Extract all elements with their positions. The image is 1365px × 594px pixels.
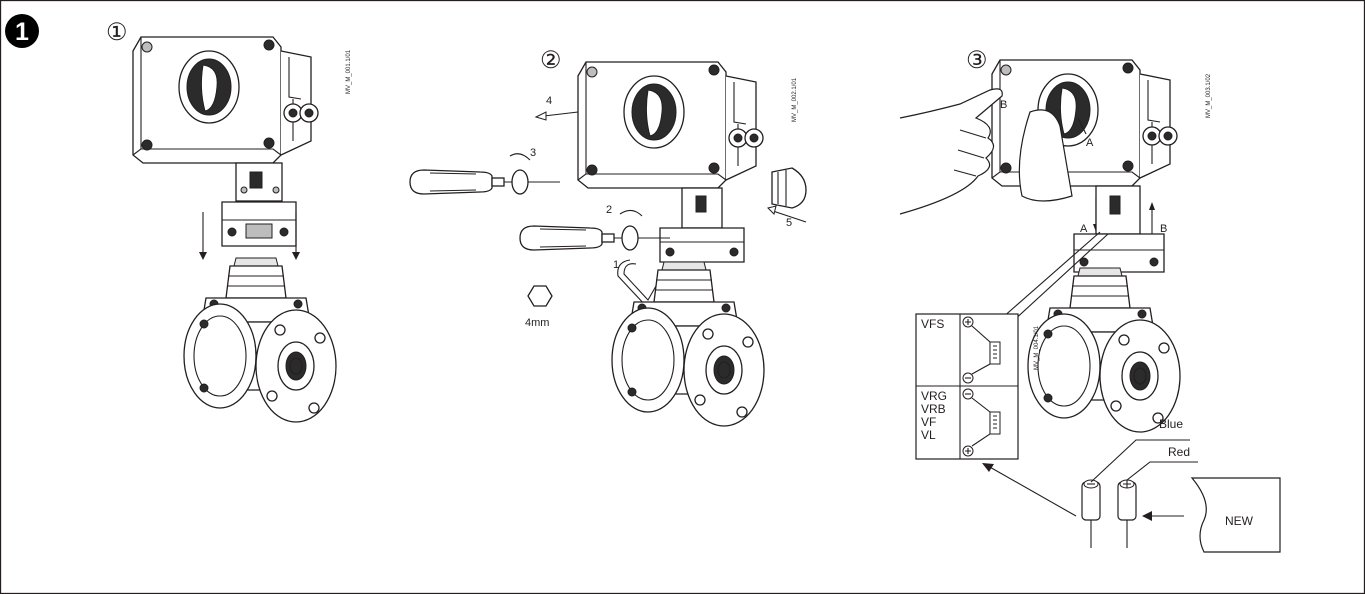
panel-2-marker: ② bbox=[540, 47, 562, 74]
panel-2-code: MV_M_002.1/01 bbox=[792, 77, 798, 122]
step-badge: 1 bbox=[5, 14, 39, 48]
hex-size-label: 4mm bbox=[525, 317, 549, 329]
panel-2-valve bbox=[611, 261, 765, 427]
wire-red-label: Red bbox=[1168, 445, 1190, 459]
table-row2-vl: VL bbox=[921, 428, 936, 442]
label-a-top: A bbox=[1086, 137, 1094, 149]
panel-2-arrow-4: 4 bbox=[534, 95, 579, 121]
new-label: NEW bbox=[1225, 514, 1254, 528]
label-a-side: A bbox=[1080, 223, 1088, 235]
panel-1-code: MV_M_001.1/01 bbox=[346, 49, 352, 94]
label-b-side: B bbox=[1160, 223, 1167, 235]
panel-3: ③ MV_M_003.1/02 B A A B bbox=[899, 47, 1281, 553]
label-b-top: B bbox=[1000, 99, 1007, 111]
panel-1-valve bbox=[183, 257, 337, 423]
panel-1-marker: ① bbox=[106, 19, 128, 46]
hex-nut-icon: 4mm bbox=[525, 285, 553, 329]
panel-2: ② MV_M_002.1/01 4 3 2 bbox=[409, 47, 807, 427]
panel-1: ① MV_M_001.1/01 bbox=[106, 19, 352, 423]
panel-2-actuator bbox=[577, 61, 764, 189]
panel-3-marker: ③ bbox=[966, 47, 988, 74]
panel-2-screwdriver-bottom: 2 bbox=[519, 204, 671, 251]
callout-5: 5 bbox=[786, 217, 792, 229]
hand-illustration bbox=[899, 88, 1073, 215]
callout-4: 4 bbox=[546, 95, 552, 107]
new-package: NEW bbox=[1190, 477, 1281, 553]
step-badge-number: 1 bbox=[15, 18, 29, 46]
table-row2-vf: VF bbox=[921, 415, 936, 429]
callout-3: 3 bbox=[530, 147, 536, 159]
panel-3-valve bbox=[1027, 267, 1181, 433]
panel-2-stem bbox=[659, 187, 745, 263]
polarity-table: VFS VRG VRB VF VL bbox=[915, 313, 1019, 460]
panel-3-code: MV_M_003.1/02 bbox=[1206, 73, 1212, 118]
callout-2: 2 bbox=[606, 204, 612, 216]
panel-3-stem bbox=[1073, 185, 1165, 273]
table-row1-vfs: VFS bbox=[921, 317, 944, 331]
panel-1-down-arrows bbox=[199, 212, 300, 260]
callout-1: 1 bbox=[613, 259, 619, 271]
table-row2-vrg: VRG bbox=[921, 389, 947, 403]
table-row2-vrb: VRB bbox=[921, 402, 946, 416]
table-code: MV_M_004.1/01 bbox=[1034, 325, 1040, 370]
panel-2-hex-key: 1 bbox=[613, 259, 665, 307]
blue-connector: Blue bbox=[1081, 417, 1190, 548]
panel-2-cable-gland: 5 bbox=[767, 167, 807, 229]
panel-1-actuator bbox=[132, 36, 319, 164]
red-connector: Red bbox=[1117, 445, 1198, 548]
panel-1-stem bbox=[221, 162, 297, 247]
panel-2-screwdriver-top: 3 bbox=[409, 147, 561, 195]
wire-blue-label: Blue bbox=[1159, 417, 1183, 431]
